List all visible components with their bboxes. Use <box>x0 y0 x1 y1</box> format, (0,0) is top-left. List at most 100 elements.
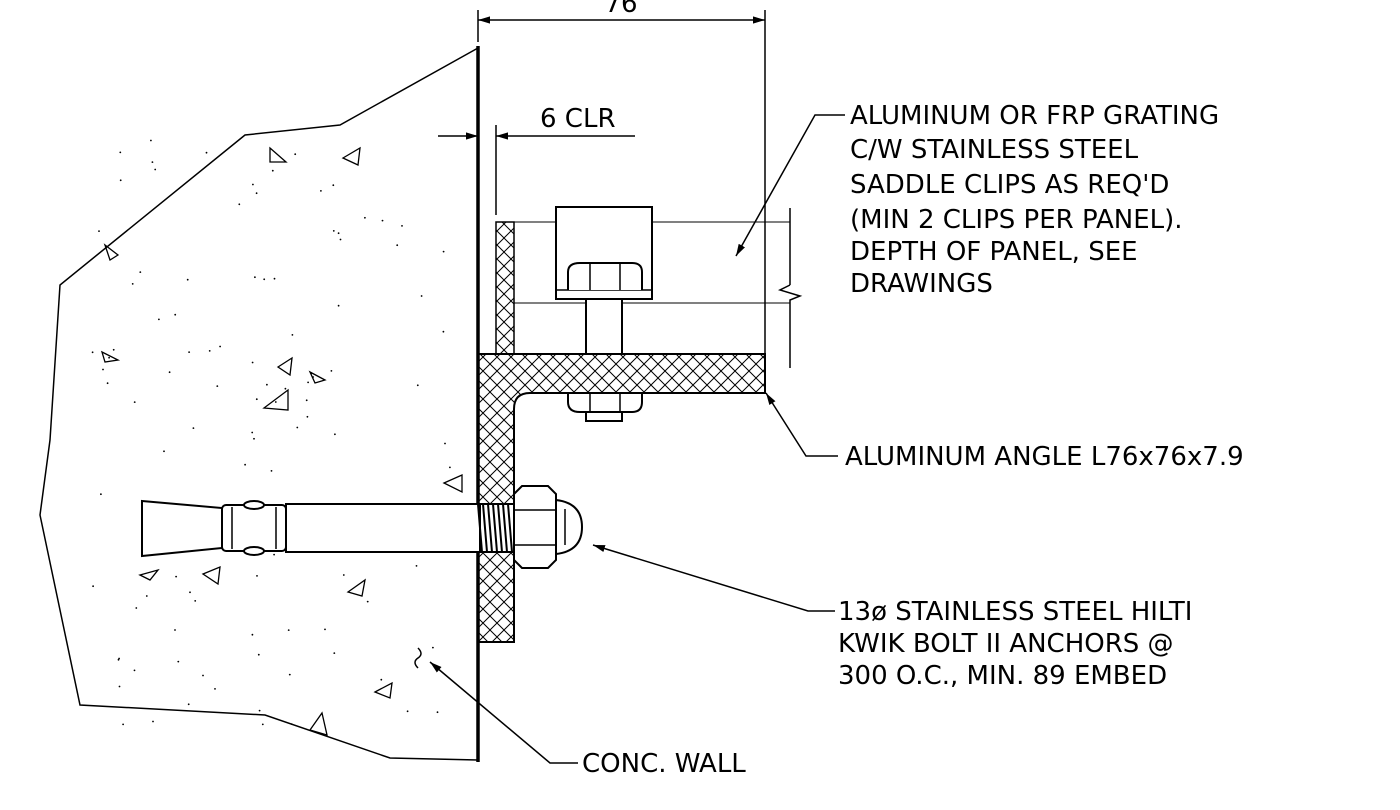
thread-line <box>487 503 493 553</box>
stipple-dot <box>205 151 208 154</box>
stipple-dot <box>202 674 204 677</box>
aggregate-mark <box>276 356 293 377</box>
stipple-dot <box>330 370 333 372</box>
anchor-note-line: KWIK BOLT II ANCHORS @ <box>838 629 1174 659</box>
aggregate-mark <box>269 146 288 163</box>
stipple-dot <box>273 553 275 556</box>
stipple-dot <box>266 383 268 386</box>
stipple-dot <box>238 203 241 206</box>
stipple-dot <box>288 673 291 676</box>
aggregate-mark <box>442 473 463 494</box>
grating-note: ALUMINUM OR FRP GRATING C/W STAINLESS ST… <box>850 101 1219 299</box>
aggregate-mark <box>138 568 160 581</box>
clearance-dimension-label: 6 CLR <box>540 104 616 134</box>
stipple-dot <box>187 703 190 706</box>
stipple-dot <box>254 276 256 279</box>
stipple-dot <box>117 658 120 661</box>
wall-note: CONC. WALL <box>582 749 746 779</box>
stipple-dot <box>339 238 342 241</box>
leader-lines <box>429 114 845 764</box>
stipple-dot <box>416 384 419 387</box>
width-dimension: 76 <box>477 0 766 354</box>
thread-line <box>477 503 483 553</box>
stipple-dot <box>366 600 369 603</box>
stipple-dot <box>257 653 260 656</box>
stipple-dot <box>310 372 313 375</box>
stipple-dot <box>270 470 273 472</box>
stipple-dot <box>334 433 336 436</box>
stipple-dot <box>118 685 121 688</box>
stipple-dot <box>112 348 115 351</box>
stipple-dot <box>174 629 176 631</box>
wall-leader <box>429 661 578 764</box>
stipple-dot <box>158 318 160 321</box>
stipple-dot <box>261 723 264 726</box>
stipple-dot <box>442 250 445 253</box>
concrete-stipple <box>91 139 451 726</box>
stipple-dot <box>139 271 142 273</box>
stipple-dot <box>263 278 266 281</box>
stipple-dot <box>342 574 345 576</box>
stipple-dot <box>255 398 258 401</box>
stipple-dot <box>305 399 308 402</box>
grating-note-line: DEPTH OF PANEL, SEE <box>850 237 1138 267</box>
width-dimension-label: 76 <box>604 0 637 19</box>
stipple-dot <box>174 313 177 316</box>
stipple-dot <box>151 161 154 164</box>
aggregate-mark <box>373 681 393 699</box>
thread-line <box>497 503 503 553</box>
aggregate-mark <box>201 565 221 586</box>
grating-note-line: DRAWINGS <box>850 269 993 299</box>
stipple-dot <box>216 385 219 387</box>
bolt-threads <box>477 503 513 553</box>
stipple-dot <box>432 646 434 649</box>
stipple-dot <box>333 652 336 654</box>
aggregate-mark <box>100 350 121 363</box>
stipple-dot <box>444 442 446 445</box>
stipple-dot <box>214 688 216 690</box>
grating-note-line: ALUMINUM OR FRP GRATING <box>850 101 1219 131</box>
stipple-dot <box>251 361 254 364</box>
stipple-dot <box>219 345 222 348</box>
stipple-dot <box>150 139 152 142</box>
stipple-dot <box>449 466 451 469</box>
stipple-dot <box>145 595 148 597</box>
stipple-dot <box>135 607 138 609</box>
thread-line <box>507 503 513 553</box>
stipple-dot <box>284 387 287 390</box>
stipple-dot <box>100 493 102 496</box>
stipple-dot <box>332 230 335 232</box>
anchor-leader <box>592 544 835 612</box>
aggregate-mark <box>346 578 366 597</box>
stipple-dot <box>324 628 326 631</box>
stipple-dot <box>92 585 94 588</box>
stipple-dot <box>91 351 94 354</box>
stipple-dot <box>186 278 189 281</box>
stipple-dot <box>406 710 409 713</box>
stipple-dot <box>380 678 383 681</box>
stipple-dot <box>258 709 261 712</box>
thread-line <box>502 503 508 553</box>
stipple-dot <box>255 192 258 195</box>
break-line <box>777 284 803 368</box>
stipple-dot <box>364 216 366 219</box>
grating-note-line: C/W STAINLESS STEEL <box>850 135 1139 165</box>
stipple-dot <box>251 633 254 636</box>
anchor-note-line: 13ø STAINLESS STEEL HILTI <box>838 597 1192 627</box>
stipple-dot <box>415 565 418 567</box>
stipple-dot <box>401 225 403 227</box>
wall-break-symbol <box>414 647 422 669</box>
angle-note: ALUMINUM ANGLE L76x76x7.9 <box>845 442 1244 472</box>
stipple-dot <box>273 277 276 280</box>
stipple-dot <box>168 371 171 374</box>
stipple-dot <box>290 723 293 725</box>
stipple-dot <box>256 575 258 577</box>
aggregate-mark <box>308 711 328 736</box>
stipple-dot <box>189 591 191 594</box>
stipple-dot <box>122 723 124 726</box>
stipple-dot <box>307 381 309 384</box>
stipple-dot <box>133 401 136 403</box>
stipple-dot <box>175 575 178 578</box>
stipple-dot <box>208 350 211 352</box>
